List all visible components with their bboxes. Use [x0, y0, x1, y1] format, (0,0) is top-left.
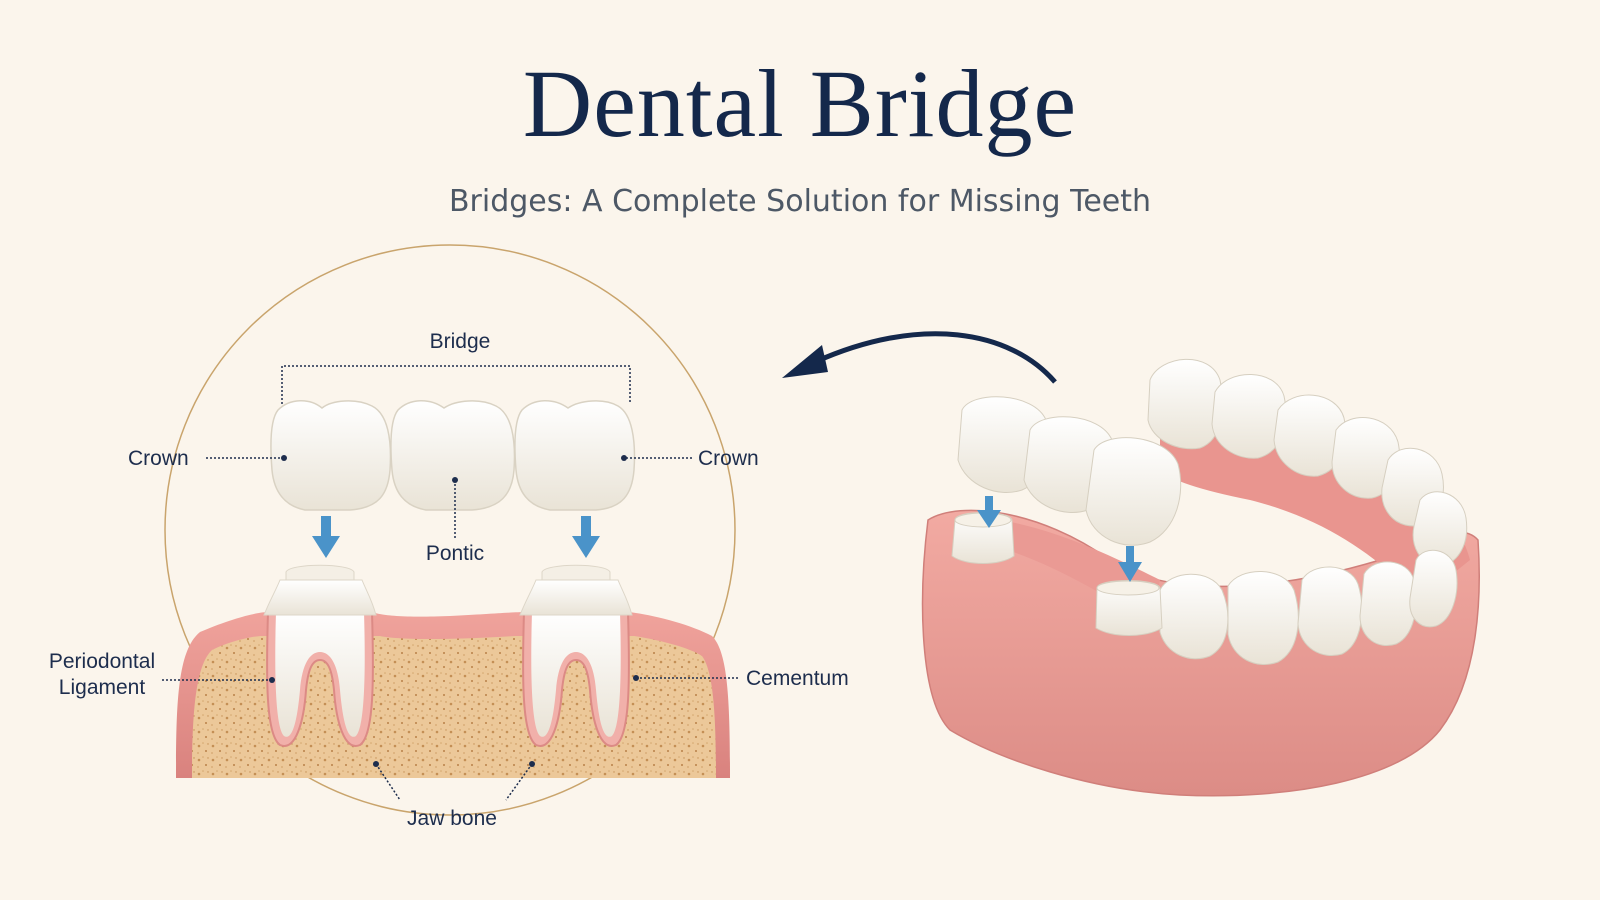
leader-dots — [269, 455, 639, 767]
crown-left-shape — [270, 400, 392, 511]
jaw-model-3d — [921, 358, 1480, 797]
label-pontic: Pontic — [426, 542, 484, 565]
curved-arrow — [782, 331, 1057, 384]
cross-section-diagram: Bridge Crown Crown Pontic Periodontal Li… — [49, 244, 849, 830]
label-periodontal: Periodontal — [49, 650, 155, 673]
bridge-bracket — [281, 365, 631, 404]
prepared-abutment-front — [1095, 580, 1163, 636]
placement-arrow-right — [572, 516, 600, 558]
floating-bridge — [957, 396, 1182, 546]
teeth-front-row — [1159, 549, 1458, 665]
label-jaw-bone: Jaw bone — [407, 807, 497, 830]
crown-right-shape — [514, 400, 636, 511]
jaw-bone — [192, 636, 716, 778]
jaw-arrow-back — [977, 496, 1001, 528]
jaw-arrow-front — [1118, 546, 1142, 582]
pontic-shape — [390, 400, 516, 511]
label-ligament: Ligament — [59, 676, 146, 699]
label-crown-right: Crown — [698, 447, 759, 470]
page-subtitle: Bridges: A Complete Solution for Missing… — [448, 184, 1152, 219]
label-bridge: Bridge — [430, 330, 491, 353]
jaw-gum-inner — [1160, 419, 1470, 600]
abutment-tooth-right — [519, 564, 633, 747]
teeth-back-row — [1147, 358, 1468, 567]
label-crown-left: Crown — [128, 447, 189, 470]
label-cementum: Cementum — [746, 667, 849, 690]
abutment-tooth-left — [263, 564, 377, 747]
bridge-unit — [270, 400, 636, 511]
page-title: Dental Bridge — [522, 50, 1078, 157]
leader-lines — [162, 457, 740, 801]
framing-circle — [164, 244, 736, 816]
prepared-abutment-back — [951, 512, 1015, 564]
placement-arrow-left — [312, 516, 340, 558]
